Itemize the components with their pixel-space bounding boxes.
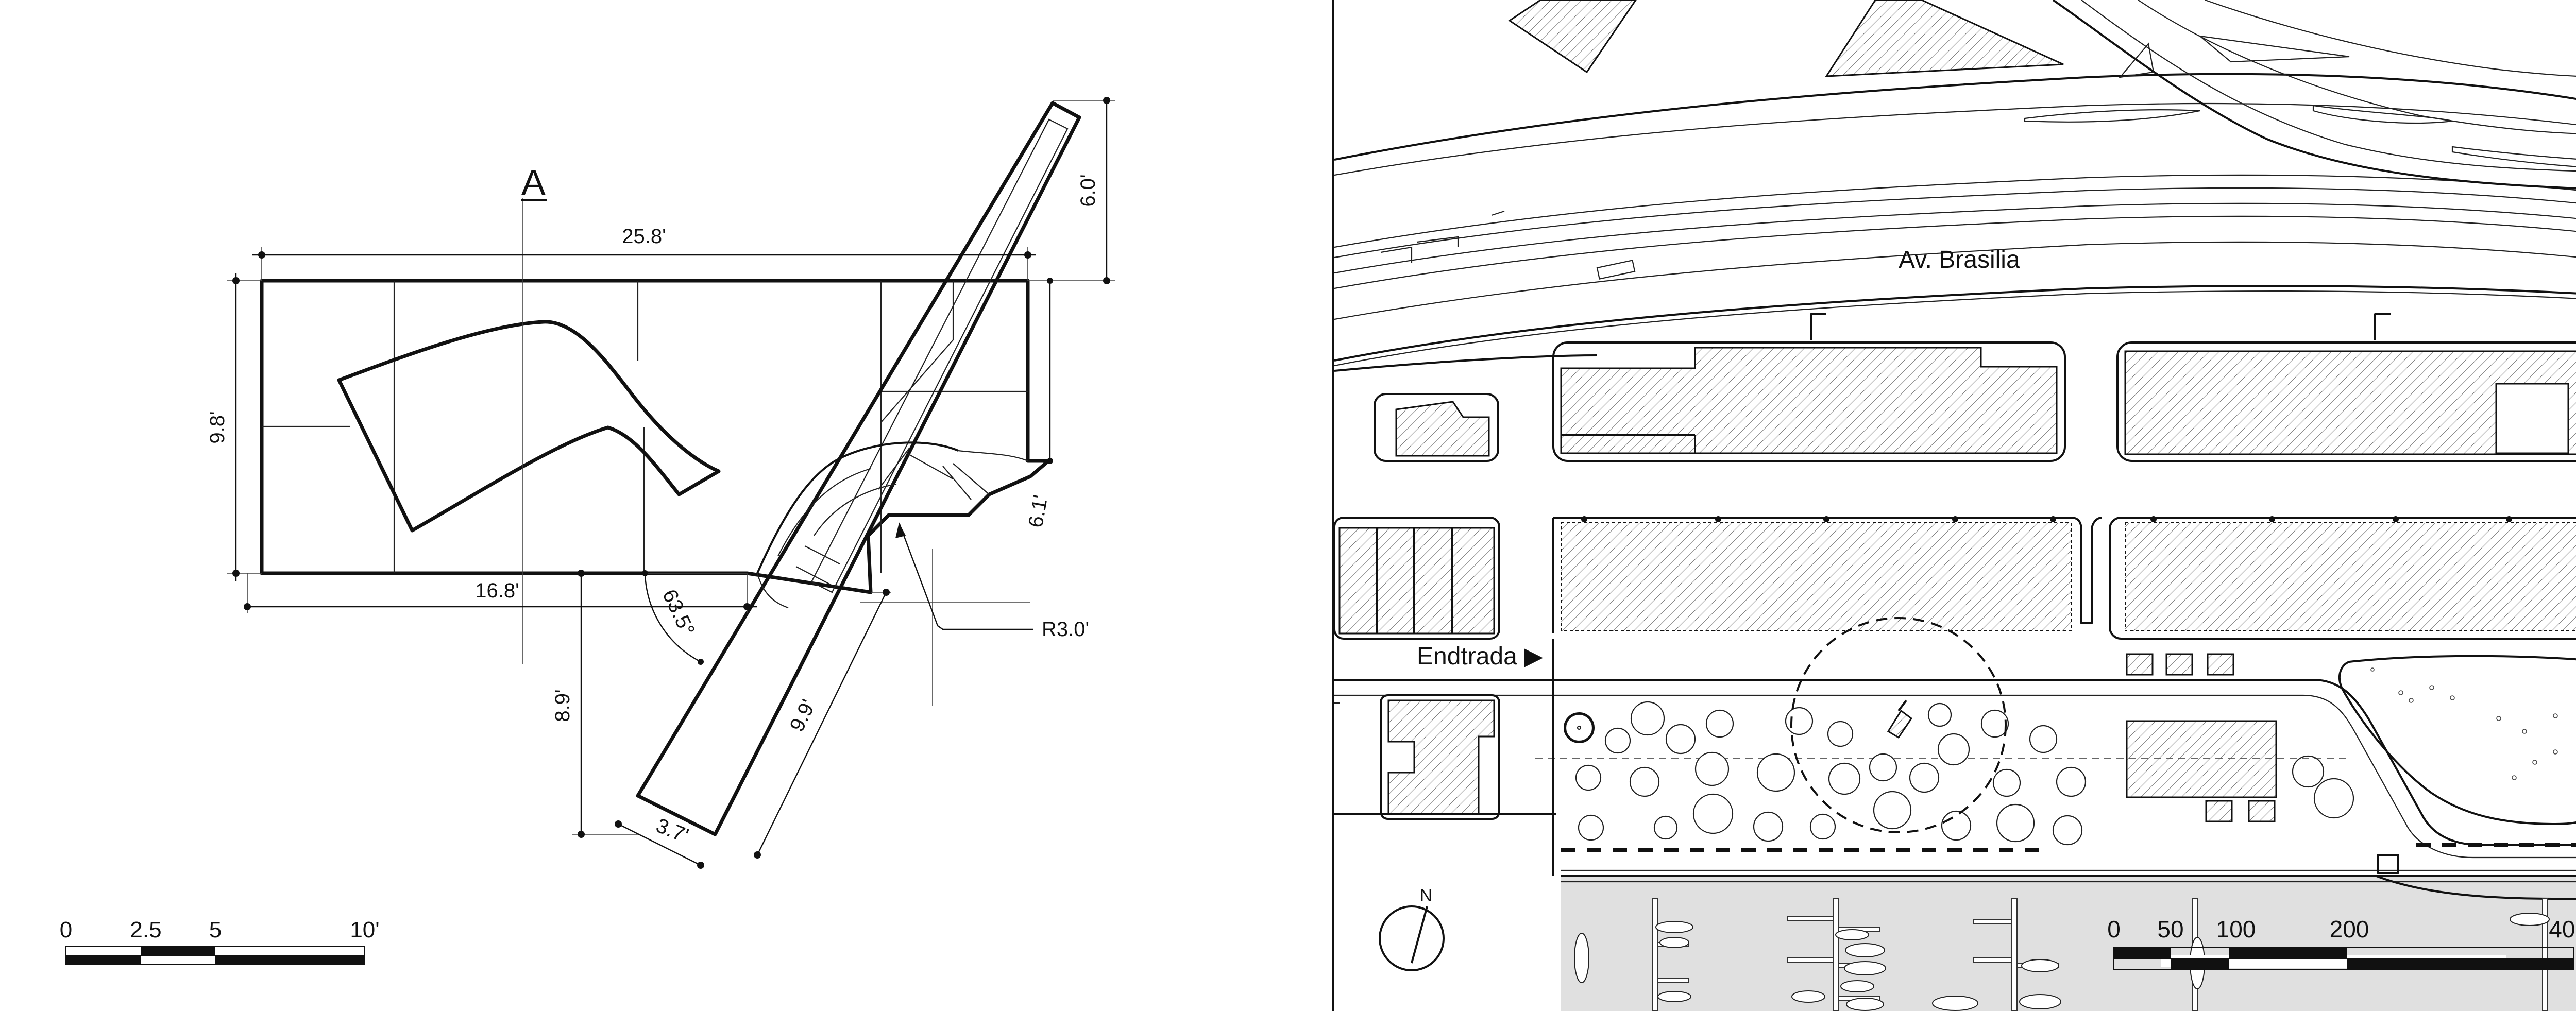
promenade-inner-edge (1334, 694, 2576, 859)
plaza-bollards (1581, 516, 2512, 522)
detail-scale-label-0: 0 (60, 917, 72, 943)
block-west-lower (1380, 694, 1500, 820)
section-marker-label: A (521, 162, 546, 202)
traffic-island-2 (2119, 42, 2155, 78)
north-label: N (1420, 886, 1433, 905)
entrance-label: Endtrada ▶ (1417, 643, 1543, 670)
dim-vertical-drop: 8.9' (551, 570, 639, 838)
block-parking-west (1334, 517, 1500, 640)
detail-scale-label-2: 5 (209, 917, 222, 943)
interior-lines (262, 281, 1028, 573)
dim-right-offset-label: 6.1' (1024, 493, 1052, 529)
dim-angle: 63.5° (642, 570, 747, 665)
traffic-island-5 (2451, 146, 2576, 167)
traffic-island-3 (2198, 35, 2350, 63)
block-small-west-bldg (1395, 401, 1490, 457)
dim-ramp-length: 9.9' (754, 589, 891, 859)
north-arrow: N (1379, 886, 1445, 971)
detail-plan: A 25.8' 9.8' 16.8' (60, 97, 1115, 965)
block-east (2116, 341, 2576, 462)
parking-stalls (1338, 527, 1495, 635)
dim-angle-label: 63.5° (658, 586, 699, 640)
top-building-1 (1508, 0, 1637, 74)
dim-right-offset: 6.1' (1024, 278, 1053, 529)
plaza-east (2125, 522, 2576, 631)
park-area (2338, 655, 2576, 825)
detail-scale-bar: 0 2.5 5 10' (60, 917, 380, 965)
dim-radius: R3.0' (860, 522, 1089, 706)
gangway (2375, 875, 2576, 900)
site-scale-label-0: 0 (2107, 916, 2121, 943)
marina-water (1561, 876, 2576, 1011)
ramp-inner (810, 118, 1069, 593)
dim-height: 9.8' (206, 273, 262, 581)
dim-radius-label: R3.0' (1042, 618, 1089, 641)
site-scale-label-3: 200 (2330, 916, 2369, 943)
top-building-2 (1825, 0, 2064, 77)
callout-object (1887, 699, 1913, 739)
block-small-west (1374, 393, 1499, 462)
rail-and-road-lines (1334, 0, 2576, 372)
street-label: Av. Brasilia (1899, 246, 2020, 273)
block-center (1552, 341, 2066, 462)
dim-ramp-end: 6.0' (1028, 97, 1115, 284)
curved-transition (756, 441, 1028, 609)
block-row2-east (2109, 517, 2576, 640)
dim-ramp-end-label: 6.0' (1077, 174, 1099, 207)
ramp-step-a (804, 545, 840, 564)
curved-bench (337, 320, 721, 533)
building-east-courtyard (2495, 383, 2569, 454)
ramp-step-b (795, 566, 831, 585)
main-footprint (260, 279, 1050, 594)
dim-overall-length-label: 25.8' (622, 225, 666, 248)
tree-grid (1565, 701, 2087, 846)
park-detail-marks (2370, 667, 2558, 780)
small-kiosks (2126, 653, 2276, 822)
site-scale-label-4: 400' (2549, 916, 2576, 943)
marina-water-west (1553, 876, 1561, 1011)
rail-details (1380, 210, 1636, 280)
detail-callout-circle (1790, 617, 2007, 833)
promenade-top-edge (1334, 679, 2576, 846)
site-scale-bar: 0 50 100 200 400' (2107, 916, 2576, 970)
dim-ramp-length-label: 9.9' (786, 696, 820, 735)
dim-overall-length: 25.8' (252, 225, 1036, 281)
building-east (2124, 350, 2576, 455)
traffic-island-1 (2024, 109, 2200, 123)
section-mark-2 (2374, 313, 2391, 340)
dim-lower-length-label: 16.8' (475, 579, 519, 602)
site-plan: Av. Brasilia (1334, 0, 2576, 1011)
section-mark-1 (1810, 313, 1826, 340)
site-scale-label-2: 100 (2216, 916, 2256, 943)
pavilion-building (2126, 720, 2277, 798)
fountain-west (1564, 712, 1595, 743)
dim-height-label: 9.8' (206, 411, 229, 443)
traffic-island-4 (2312, 105, 2453, 124)
detail-scale-label-3: 10' (350, 917, 379, 943)
dim-lower-length: 16.8' (244, 573, 757, 613)
long-ramp (636, 101, 1081, 836)
building-center (1560, 347, 2058, 454)
dim-vertical-drop-label: 8.9' (551, 689, 574, 722)
site-scale-label-1: 50 (2157, 916, 2183, 943)
gangway-box (2377, 854, 2399, 874)
block-row2-center (1552, 517, 2103, 634)
building-west-lower (1387, 699, 1495, 815)
plaza-center (1561, 522, 2072, 631)
detail-scale-label-1: 2.5 (130, 917, 161, 943)
fountain-east-1 (2292, 755, 2325, 788)
fountain-east-2 (2313, 778, 2354, 819)
